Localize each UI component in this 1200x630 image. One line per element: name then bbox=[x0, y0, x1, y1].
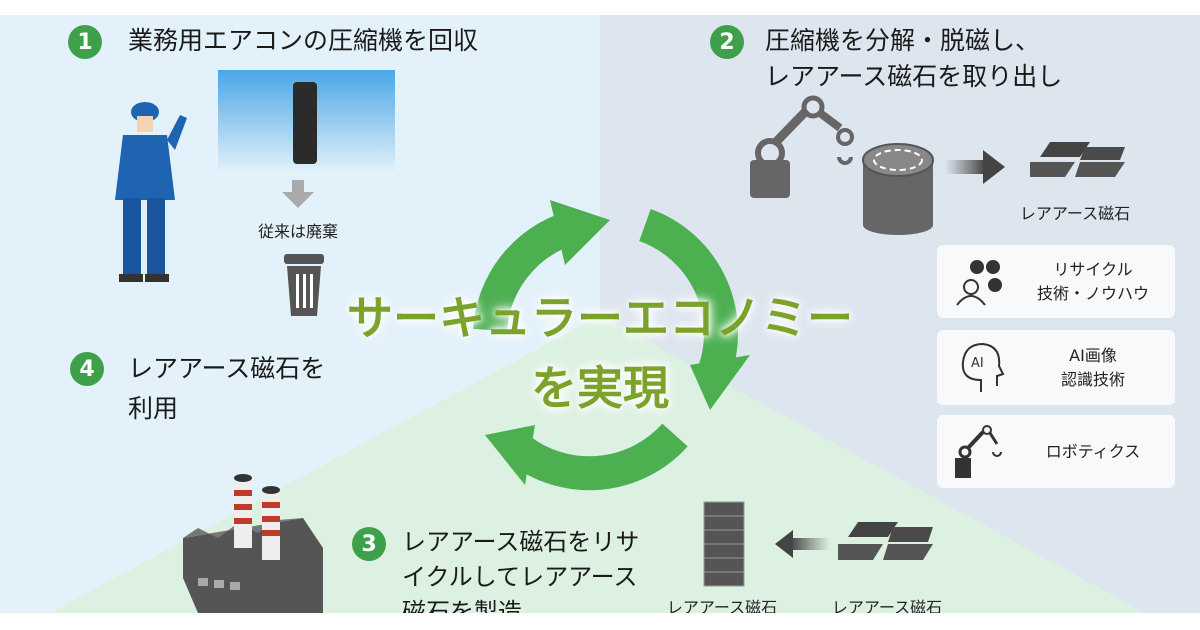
compressor-cylinder-icon bbox=[862, 143, 934, 235]
robot-arm-icon bbox=[955, 424, 1002, 478]
center-title-line1: サーキュラーエコノミー bbox=[347, 291, 853, 345]
tech-label-line1: リサイクル bbox=[1053, 259, 1133, 279]
step-4-badge: 4 bbox=[70, 352, 104, 386]
step-3-text-line1: レアアース磁石をリサ bbox=[402, 528, 640, 556]
tech-card-robotics: ロボティクス bbox=[937, 415, 1175, 488]
step-3-text-line2: イクルしてレアアース bbox=[402, 563, 638, 591]
magnets-icon bbox=[838, 522, 933, 560]
step-1-badge: 1 bbox=[68, 25, 102, 59]
arrow-left-icon bbox=[775, 530, 830, 558]
step-3-text-line3: 磁石を製造 bbox=[402, 598, 522, 613]
step-4-text-line2: 利用 bbox=[128, 394, 179, 423]
trash-can-icon bbox=[284, 254, 324, 316]
tech-label-line2: 技術・ノウハウ bbox=[1036, 283, 1149, 303]
tech-card-recycling: リサイクル技術・ノウハウ bbox=[937, 245, 1175, 318]
arrow-down-icon bbox=[282, 180, 314, 208]
ai-head-icon: AI bbox=[961, 342, 1005, 392]
discarded-label: 従来は廃棄 bbox=[257, 222, 339, 241]
compressor-icon bbox=[293, 82, 317, 164]
ai-icon-text: AI bbox=[971, 356, 984, 371]
factory-icon bbox=[183, 474, 323, 613]
step-1-text: 業務用エアコンの圧縮機を回収 bbox=[128, 26, 479, 55]
step-2-text-line1: 圧縮機を分解・脱磁し、 bbox=[765, 26, 1041, 55]
tech-label: ロボティクス bbox=[1045, 441, 1141, 461]
step-2-badge: 2 bbox=[710, 25, 744, 59]
arrow-right-icon bbox=[945, 150, 1005, 184]
center-title-line2: を実現 bbox=[531, 361, 669, 415]
magnet-label-recycled: レアアース磁石 bbox=[666, 598, 778, 617]
magnet-label: レアアース磁石 bbox=[1019, 204, 1131, 223]
tech-label-line1: AI画像 bbox=[1069, 345, 1117, 365]
stacked-magnets-icon bbox=[703, 501, 745, 587]
step-2-text-line2: レアアース磁石を取り出し bbox=[765, 62, 1063, 91]
magnets-icon bbox=[1030, 142, 1125, 177]
worker-icon bbox=[115, 102, 187, 282]
cycle-arrows-icon bbox=[473, 200, 750, 491]
tech-card-ai: AI AI画像認識技術 bbox=[937, 330, 1175, 405]
robot-arm-icon bbox=[750, 95, 854, 198]
magnet-label-source: レアアース磁石 bbox=[831, 598, 943, 617]
compressor-image bbox=[218, 70, 395, 175]
step-3-badge: 3 bbox=[352, 527, 386, 561]
step-4-text-line1: レアアース磁石を bbox=[128, 354, 326, 383]
bottom-margin bbox=[0, 613, 1200, 630]
step-3-text: レアアース磁石をリサ イクルしてレアアース 磁石を製造 bbox=[402, 525, 639, 613]
tech-label-line2: 認識技術 bbox=[1060, 369, 1125, 389]
people-recycle-icon bbox=[956, 259, 1002, 306]
